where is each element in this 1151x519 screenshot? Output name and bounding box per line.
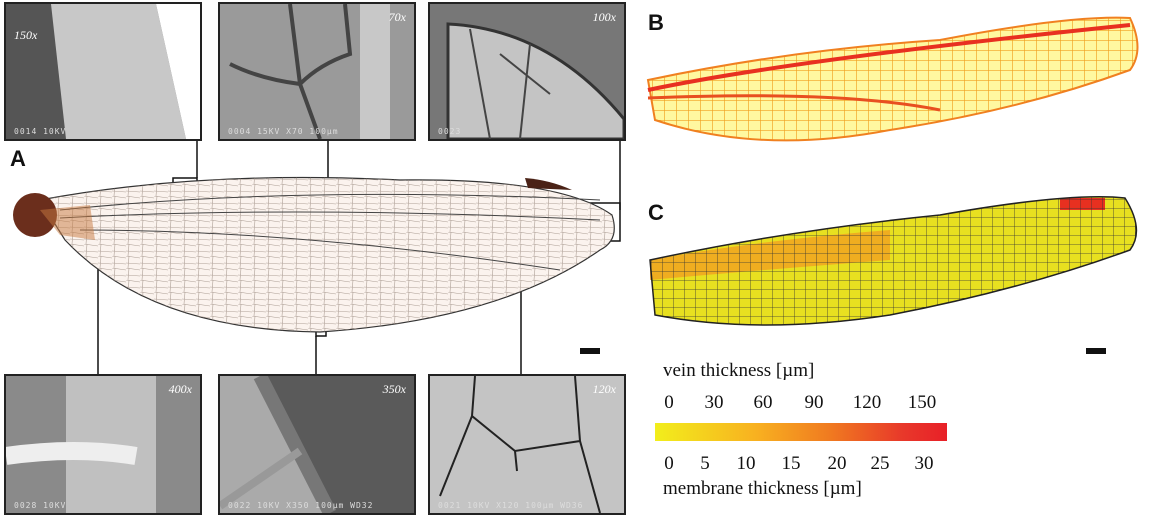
- magnification-label: 70x: [388, 10, 406, 24]
- sem-caption: 0021 10KV X120 100µm WD36: [438, 501, 584, 510]
- membrane-tick: 30: [914, 453, 934, 474]
- magnification-label: 100x: [592, 10, 616, 24]
- vein-tick: 90: [804, 392, 824, 413]
- panel-label-a: A: [10, 146, 26, 171]
- sem-caption: 0004 15KV X70 100µm: [228, 127, 339, 136]
- magnification-label: 120x: [592, 382, 616, 396]
- membrane-tick: 20: [827, 453, 847, 474]
- color-scale-bar: [655, 423, 947, 441]
- sem-caption: 0028 10KV: [14, 501, 67, 510]
- vein-tick: 150: [907, 392, 937, 413]
- micrograph-top-3: 100x 0023: [428, 2, 626, 141]
- wing-photo-a: [13, 176, 615, 333]
- magnification-label: 150x: [14, 28, 38, 42]
- magnification-label: 350x: [382, 382, 406, 396]
- vein-tick: 120: [852, 392, 882, 413]
- membrane-thickness-title: membrane thickness [µm]: [663, 478, 862, 499]
- micrograph-top-2: 70x 0004 15KV X70 100µm: [218, 2, 416, 141]
- micrograph-top-1: 150x 0014 10KV: [4, 2, 202, 141]
- scale-bar-c: [1086, 348, 1106, 354]
- sem-caption: 0022 10KV X350 100µm WD32: [228, 501, 374, 510]
- scale-bar-a: [580, 348, 600, 354]
- vein-tick: 30: [704, 392, 724, 413]
- sem-caption: 0014 10KV: [14, 127, 67, 136]
- vein-tick: 60: [753, 392, 773, 413]
- membrane-tick: 5: [700, 453, 710, 474]
- vein-thickness-title: vein thickness [µm]: [663, 360, 815, 381]
- membrane-tick: 15: [781, 453, 801, 474]
- micrograph-bottom-1: 400x 0028 10KV: [4, 374, 202, 515]
- vein-thickness-map: [646, 16, 1139, 142]
- micrograph-bottom-3: 120x 0021 10KV X120 100µm WD36: [428, 374, 626, 515]
- membrane-tick: 25: [870, 453, 890, 474]
- membrane-thickness-map: [649, 196, 1138, 326]
- micrograph-bottom-2: 350x 0022 10KV X350 100µm WD32: [218, 374, 416, 515]
- vein-tick: 0: [664, 392, 674, 413]
- membrane-tick: 0: [664, 453, 674, 474]
- panel-label-c: C: [648, 200, 664, 225]
- sem-caption: 0023: [438, 127, 462, 136]
- magnification-label: 400x: [168, 382, 192, 396]
- panel-label-b: B: [648, 10, 664, 35]
- membrane-tick: 10: [736, 453, 756, 474]
